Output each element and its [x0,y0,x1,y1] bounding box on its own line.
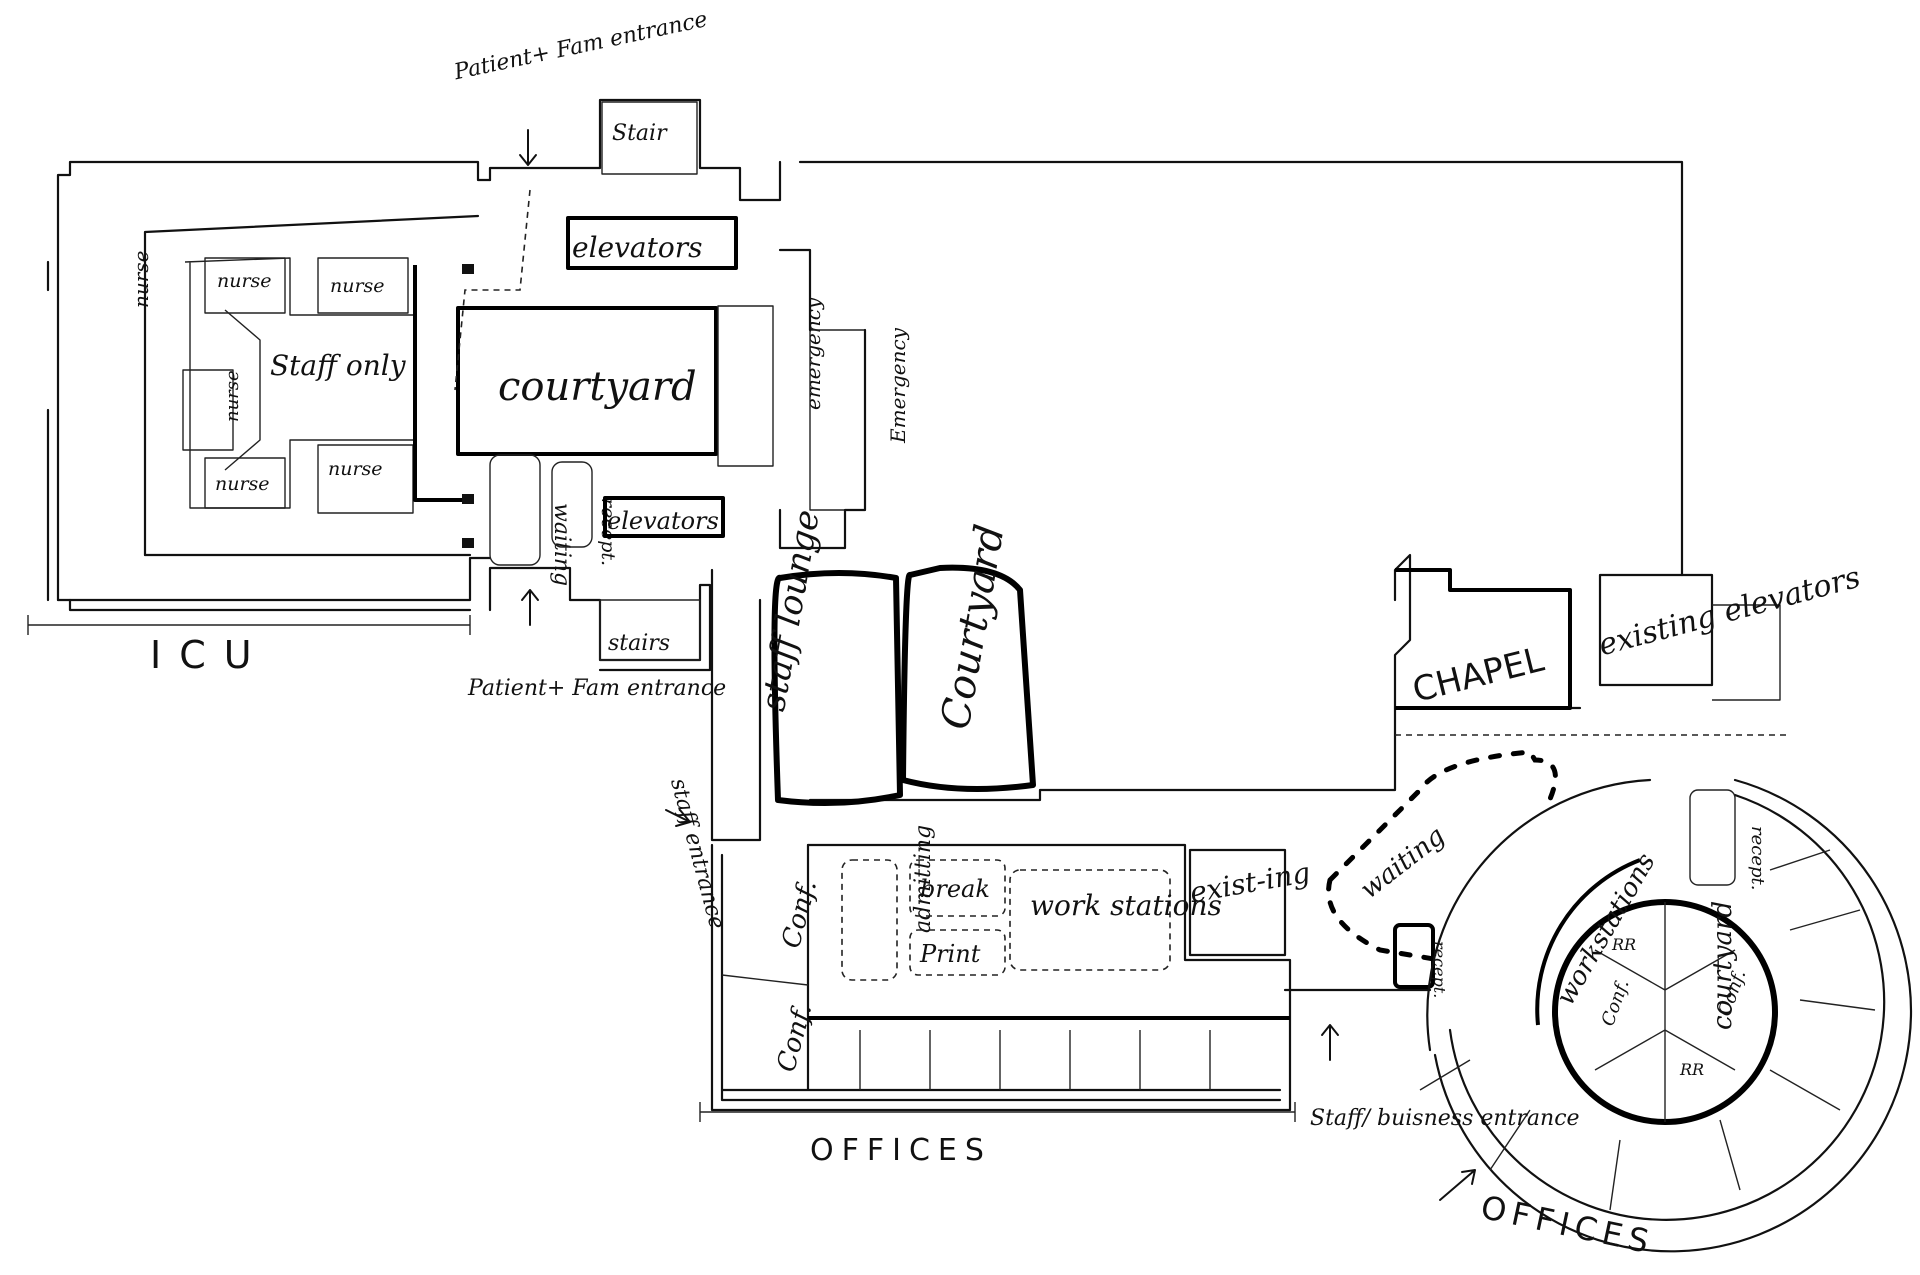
icu-nurse-label-3: nurse [330,275,385,297]
offices-wing: Conf. Conf. admitting break Print work s… [699,825,1432,1168]
staff-lounge-label: staff lounge [753,507,828,714]
emergency-label-1: emergency [801,297,825,410]
central-building: staff lounge Courtyard CHAPEL existing e… [710,160,1864,842]
icu-nurse-label-2: nurse [217,270,272,292]
round-building: waiting recept. RR RR Conf. Conf. courty… [1326,749,1913,1262]
round-recept-label-2: recept. [1747,826,1768,890]
bottom-elevators-label: elevators [607,507,719,535]
icu-recept-label: recept. [597,498,619,566]
patient-entrance-bottom-label: Patient+ Fam entrance [467,676,726,701]
icu-courtyard-label: courtyard [498,364,697,410]
round-courtyard-label: courtyard [1708,901,1738,1030]
stair-label: Stair [612,121,668,146]
existing-label: exist-ing [1187,856,1312,910]
round-recept-label-1: recept. [1430,941,1449,998]
icu-nurse-label-5: nurse [215,473,270,495]
staff-entrance-label: staff entrance [665,776,729,932]
icu-nurse-label-4: nurse [222,370,243,422]
central-courtyard-label: Courtyard [932,521,1013,733]
conf-label-2: Conf. [771,1001,818,1076]
offices-wing-title: OFFICES [810,1133,992,1168]
break-label: break [920,875,990,903]
round-offices-title: OFFICES [1478,1188,1658,1262]
admitting-label: admitting [911,825,936,933]
stairs-label: stairs [608,631,670,656]
staff-only-label: Staff only [270,349,407,382]
print-label: Print [919,940,981,968]
rr-label-2: RR [1679,1060,1704,1079]
icu-title: ICU [150,633,270,677]
icu-core: Stair elevators courtyard emergency Emer… [456,98,910,672]
patient-entrance-top-label: Patient+ Fam entrance [451,7,710,85]
round-conf-label-1: Conf. [1598,977,1634,1029]
chapel-label: CHAPEL [1409,640,1548,711]
conf-label-1: Conf. [776,877,823,952]
top-elevators-label: elevators [572,231,702,264]
icu-nurse-label-1: nurse [129,251,153,308]
round-waiting-label: waiting [1355,821,1451,905]
staff-business-entrance-label: Staff/ buisness entrance [1310,1106,1580,1131]
workstations-label: workstations [1551,848,1662,1010]
icu-wing: nurse nurse nurse nurse nurse nurse Staf… [27,160,492,677]
icu-nurse-label-6: nurse [328,458,383,480]
emergency-label-2: Emergency [886,327,910,444]
waiting-area-dashed [1326,749,1558,963]
rr-label-1: RR [1611,935,1636,954]
